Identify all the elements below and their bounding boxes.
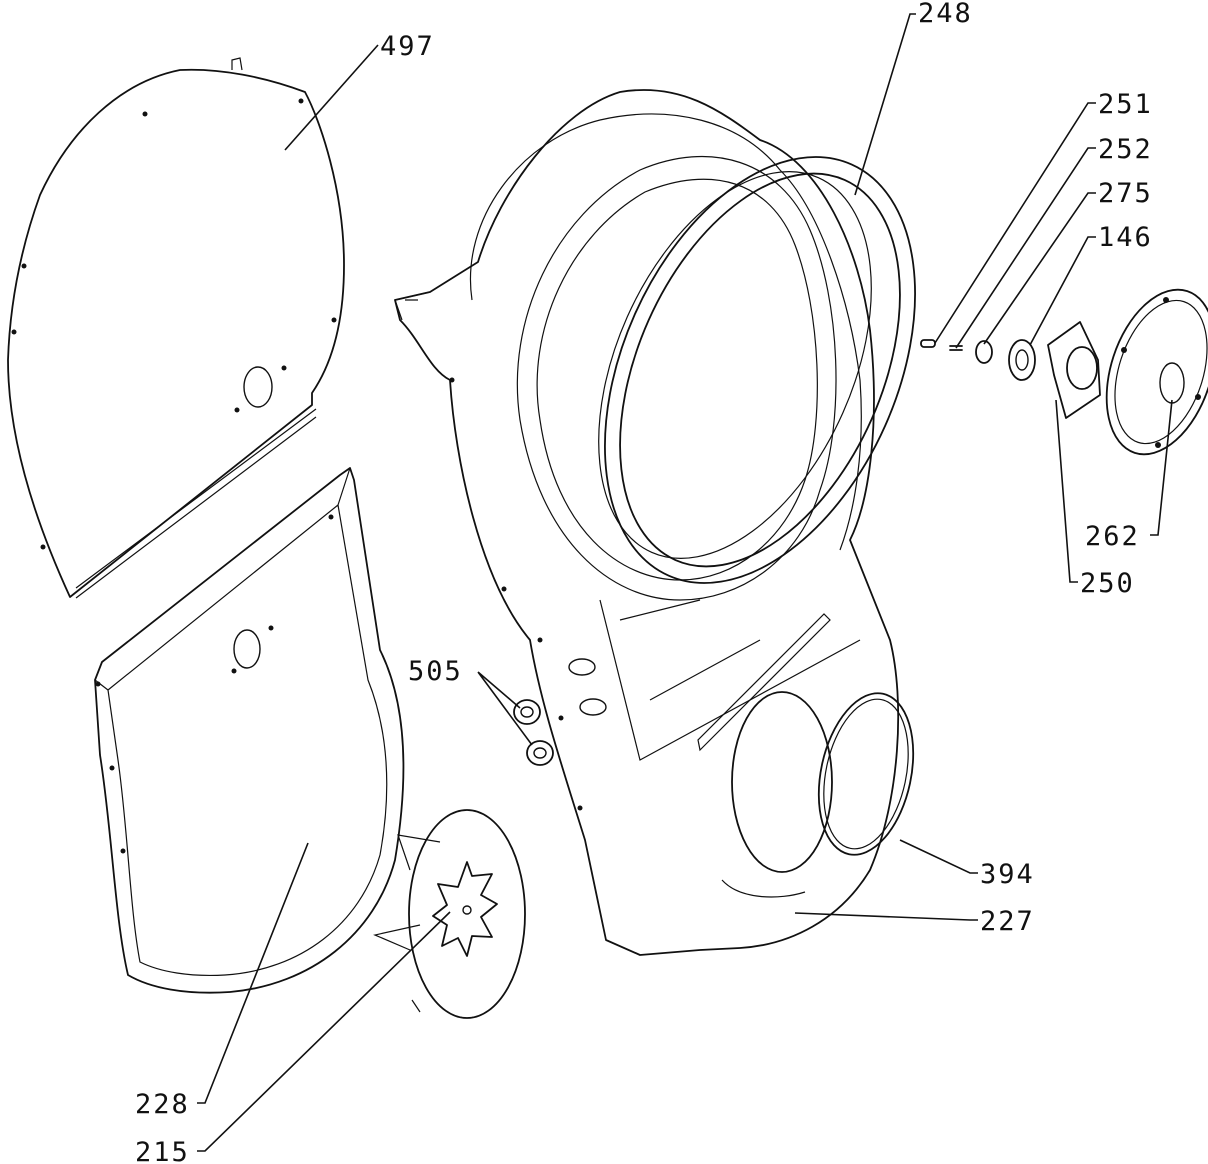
callout-labels: 497 248 251 252 275 146 262 250 505 394 … (135, 0, 1153, 1164)
part-248-drum-ring (598, 156, 916, 584)
leader-lines (197, 13, 1173, 1152)
callout-262: 262 (1085, 521, 1140, 552)
part-228-inner-panel (94, 467, 405, 994)
part-497-cover-panel (7, 57, 345, 599)
callout-227: 227 (980, 906, 1035, 937)
callout-248: 248 (918, 0, 973, 29)
part-215-fan-impeller (373, 809, 526, 1019)
callout-146: 146 (1098, 222, 1153, 253)
callout-497: 497 (380, 31, 435, 62)
bearing-assembly-parts (920, 321, 1101, 419)
callout-394: 394 (980, 859, 1035, 890)
callout-250: 250 (1080, 568, 1135, 599)
callout-275: 275 (1098, 178, 1153, 209)
part-227-main-housing (394, 89, 900, 956)
callout-228: 228 (135, 1089, 190, 1120)
callout-215: 215 (135, 1137, 190, 1164)
part-262-flange-plate (1105, 288, 1208, 456)
callout-252: 252 (1098, 134, 1153, 165)
part-505-grommets (513, 699, 554, 766)
callout-251: 251 (1098, 89, 1153, 120)
part-394-gasket-ring (817, 692, 915, 856)
callout-505: 505 (408, 656, 463, 687)
